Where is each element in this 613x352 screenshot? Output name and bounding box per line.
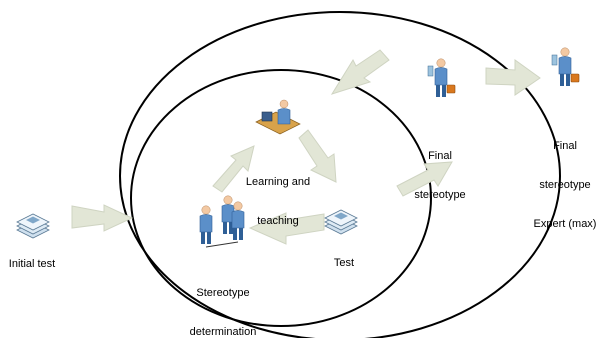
stereotype-determination-line1: Stereotype [196, 287, 250, 299]
stereotype-determination-label: Stereotype determination [178, 261, 268, 352]
group-of-people-icon [199, 195, 245, 248]
arrow-learning-to-test [298, 129, 337, 183]
final-expert-line3: Expert (max) [533, 218, 597, 230]
person-at-desk-icon [255, 99, 301, 135]
learning-teaching-line2: teaching [257, 215, 299, 227]
arrow-test-to-final [396, 161, 453, 197]
inner-circle [130, 69, 432, 327]
final-stereotype-line2: stereotype [414, 189, 466, 201]
final-expert-line2: stereotype [539, 179, 591, 191]
initial-test-label: Initial test [2, 258, 62, 271]
final-expert-label: Final stereotype Expert (max) [520, 114, 610, 244]
initial-test-text: Initial test [8, 258, 56, 270]
final-stereotype-person-with-briefcase-icon [427, 58, 456, 98]
outer-circle [119, 11, 561, 338]
test-text: Test [333, 257, 355, 269]
arrow-initial-to-stereotype [71, 204, 134, 232]
learning-teaching-line1: Learning and [245, 176, 311, 188]
initial-test-document-stack-icon [16, 213, 50, 239]
test-document-stack-icon [324, 209, 358, 235]
final-expert-line1: Final [553, 140, 577, 152]
final-stereotype-label: Final stereotype [400, 124, 480, 215]
final-stereotype-line1: Final [428, 150, 452, 162]
arrow-test-to-stereotype [248, 212, 325, 245]
arrow-final-to-expert [485, 59, 541, 96]
stereotype-determination-line2: determination [189, 326, 257, 338]
process-diagram [16, 11, 580, 338]
final-expert-person-with-briefcase-icon [551, 47, 580, 87]
arrow-stereotype-to-learning [212, 145, 255, 193]
test-label: Test [324, 257, 364, 270]
learning-teaching-label: Learning and teaching [228, 150, 328, 241]
arrow-final-to-inner [330, 49, 390, 95]
